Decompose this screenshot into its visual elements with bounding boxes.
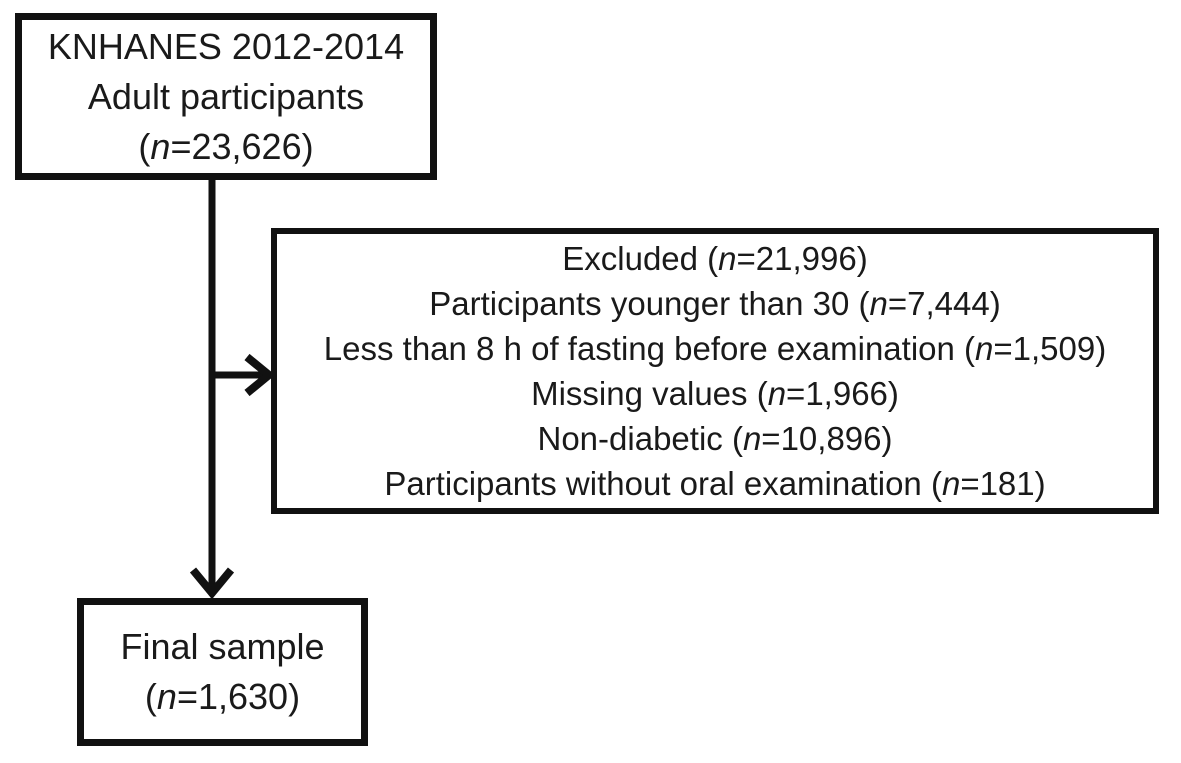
arrowhead-down-icon — [189, 567, 235, 600]
box-text-line: Participants younger than 30 (n=7,444) — [429, 285, 1001, 322]
arrowhead-right-icon — [244, 353, 276, 397]
box-text-line: Adult participants — [87, 75, 365, 117]
box-text-line: Missing values (n=1,966) — [531, 375, 899, 412]
box-text-line: (n=1,630) — [144, 676, 301, 717]
box-text-line: Non-diabetic (n=10,896) — [537, 420, 893, 457]
box-text-line: (n=23,626) — [138, 125, 314, 167]
box-text-line: Less than 8 h of fasting before examinat… — [323, 330, 1107, 367]
box-excluded: Excluded (n=21,996) Participants younger … — [271, 228, 1159, 514]
box-text-line: Final sample — [120, 626, 325, 667]
box-text-line: Participants without oral examination (n… — [384, 465, 1046, 502]
box-final-sample: Final sample (n=1,630) — [77, 598, 368, 746]
box-text-line: Excluded (n=21,996) — [562, 240, 868, 277]
box-text-line: KNHANES 2012-2014 — [47, 25, 405, 67]
